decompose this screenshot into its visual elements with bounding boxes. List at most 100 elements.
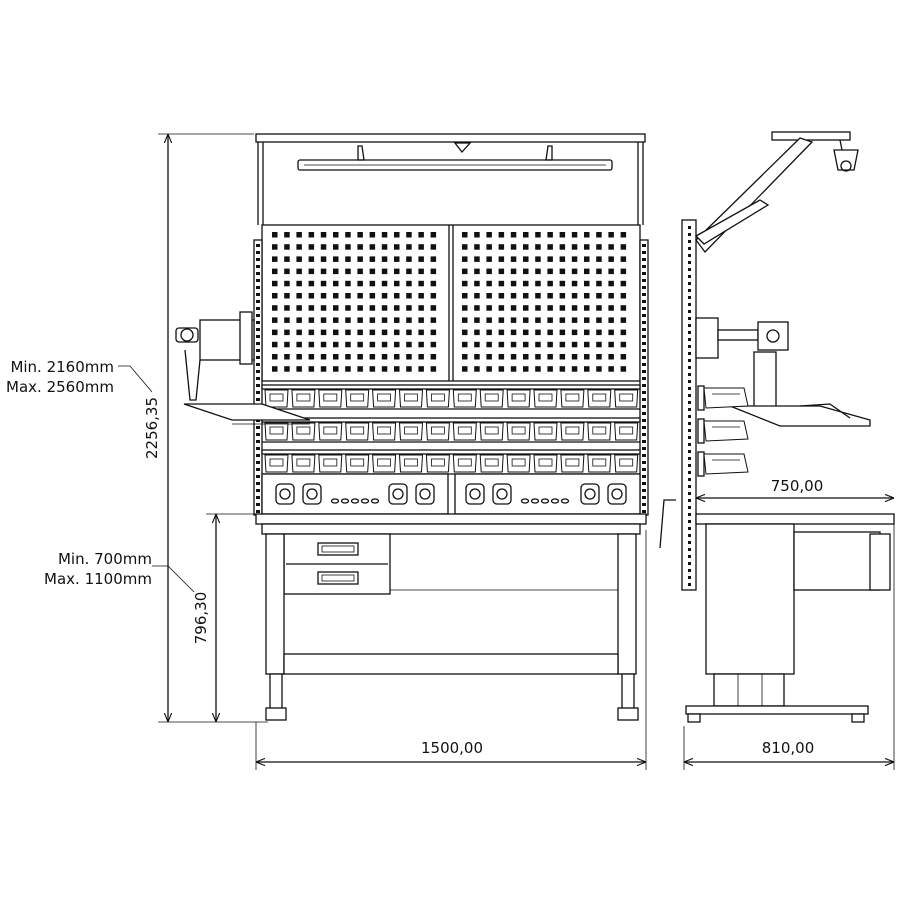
storage-bin [372, 389, 397, 408]
peg-hole [462, 280, 468, 287]
peg-hole [510, 232, 517, 238]
peg-hole [498, 280, 505, 287]
peg-hole [535, 268, 541, 275]
peg-hole [296, 305, 302, 311]
peg-hole [345, 305, 351, 311]
peg-hole [381, 366, 388, 372]
bin-label [565, 458, 580, 467]
slot [688, 415, 691, 418]
peg-hole [430, 256, 437, 262]
peg-hole [357, 256, 363, 262]
peg-hole [369, 293, 376, 299]
slot [688, 583, 691, 586]
peg-hole [608, 354, 614, 360]
peg-hole [430, 305, 437, 311]
peg-hole [474, 268, 480, 275]
peg-hole [394, 232, 400, 238]
slot [256, 363, 260, 366]
slot [688, 310, 691, 313]
side-bins [697, 385, 749, 477]
overall-height-label: 2256,35 [143, 397, 161, 459]
slot [642, 405, 646, 408]
monitor-arm-left [175, 311, 311, 425]
peg-hole [523, 317, 529, 323]
peg-hole [559, 293, 566, 299]
peg-hole [308, 280, 315, 287]
peg-hole [608, 244, 614, 250]
bin-label [457, 458, 472, 467]
front-view [175, 133, 649, 721]
socket-face [584, 488, 596, 500]
peg-hole [571, 305, 578, 311]
peg-hole [559, 305, 566, 311]
slot [642, 440, 646, 443]
socket-face [279, 488, 291, 500]
peg-hole [369, 305, 376, 311]
slot [688, 457, 691, 460]
side-depth-label: 810,00 [762, 739, 815, 757]
storage-bin [318, 454, 343, 473]
peg-hole [430, 366, 437, 372]
peg-hole [406, 341, 412, 348]
peg-hole [333, 366, 339, 372]
slot [256, 370, 260, 373]
storage-bin [533, 389, 558, 408]
slot [256, 356, 260, 359]
peg-hole [381, 280, 388, 287]
slot [688, 226, 691, 229]
switch [560, 498, 570, 504]
slot [256, 349, 260, 352]
peg-hole [510, 305, 517, 311]
pegboard-holes [272, 232, 627, 372]
peg-hole [498, 256, 505, 262]
peg-hole [394, 354, 400, 360]
peg-hole [284, 293, 290, 299]
slot [688, 254, 691, 257]
peg-hole [498, 317, 505, 323]
slot [642, 293, 646, 296]
storage-bin [264, 454, 289, 473]
slot [688, 324, 691, 327]
peg-hole [535, 232, 541, 238]
storage-bin [587, 389, 612, 408]
bin-label [296, 393, 311, 402]
slot [688, 569, 691, 572]
peg-hole [406, 366, 412, 372]
slot [256, 503, 260, 506]
peg-hole [571, 341, 578, 348]
storage-bin [479, 389, 504, 408]
switch [540, 498, 550, 504]
bin-label [457, 393, 472, 402]
storage-bin [425, 454, 450, 473]
peg-hole [498, 329, 505, 336]
peg-hole [486, 256, 492, 262]
peg-hole [430, 317, 437, 323]
peg-hole [498, 366, 505, 372]
peg-hole [474, 244, 480, 250]
peg-hole [584, 366, 590, 372]
power-strip [261, 473, 641, 515]
peg-hole [523, 293, 529, 299]
slot [256, 426, 260, 429]
peg-hole [486, 341, 492, 348]
peg-hole [608, 268, 614, 275]
peg-hole [333, 244, 339, 250]
peg-hole [474, 256, 480, 262]
slot [256, 377, 260, 380]
slot [688, 261, 691, 264]
peg-hole [584, 293, 590, 299]
slot [688, 422, 691, 425]
bin-label [377, 393, 392, 402]
slot [688, 233, 691, 236]
peg-hole [608, 329, 614, 336]
peg-hole [596, 305, 602, 311]
peg-hole [406, 256, 412, 262]
peg-hole [535, 366, 541, 372]
top-light-frame [255, 133, 646, 225]
peg-hole [406, 268, 412, 275]
slot [642, 419, 646, 422]
slot [256, 447, 260, 450]
peg-hole [333, 341, 339, 348]
worktop-max-note: Max. 1100mm [44, 570, 152, 588]
